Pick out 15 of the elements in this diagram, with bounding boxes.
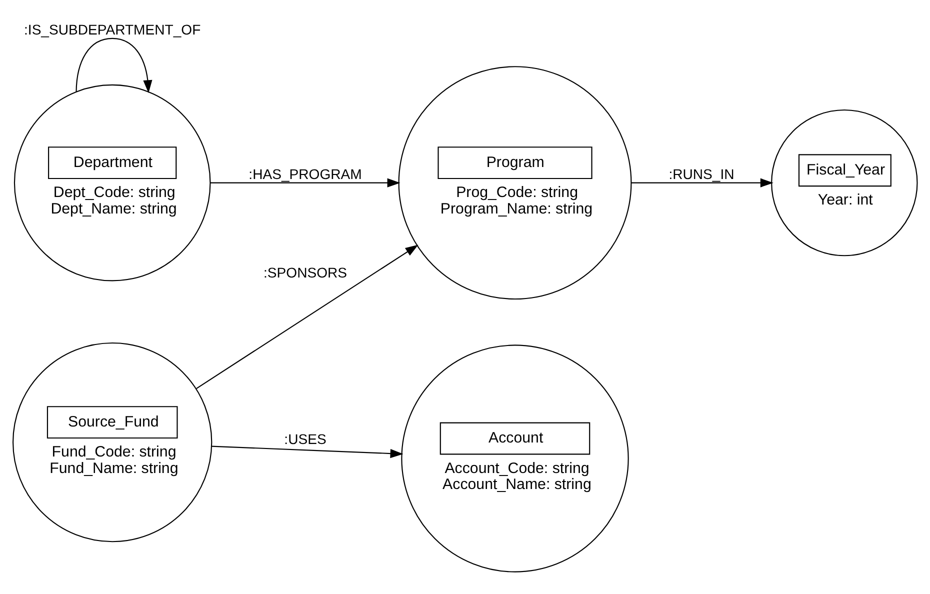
node-circle: Fiscal_Year Year: int bbox=[771, 108, 918, 256]
edge-label: :USES bbox=[284, 430, 326, 446]
node-circle: Account Account_Code: string Account_Name: string bbox=[401, 344, 629, 572]
arrow bbox=[210, 178, 400, 187]
edge-label: :IS_SUBDEPARTMENT_OF bbox=[24, 21, 201, 38]
arrow bbox=[76, 37, 152, 93]
arrow bbox=[212, 445, 404, 458]
node-circle: Program Prog_Code: string Program_Name: string bbox=[398, 66, 632, 300]
edge-label: :HAS_PROGRAM bbox=[248, 165, 362, 182]
node-circle: Department Dept_Code: string Dept_Name: string bbox=[14, 84, 211, 281]
edge-label: :RUNS_IN bbox=[668, 165, 734, 182]
arrow bbox=[196, 244, 418, 388]
node-circle: Source_Fund Fund_Code: string Fund_Name: string bbox=[12, 342, 212, 542]
arrow bbox=[631, 178, 774, 187]
edge-label: :SPONSORS bbox=[264, 264, 348, 280]
